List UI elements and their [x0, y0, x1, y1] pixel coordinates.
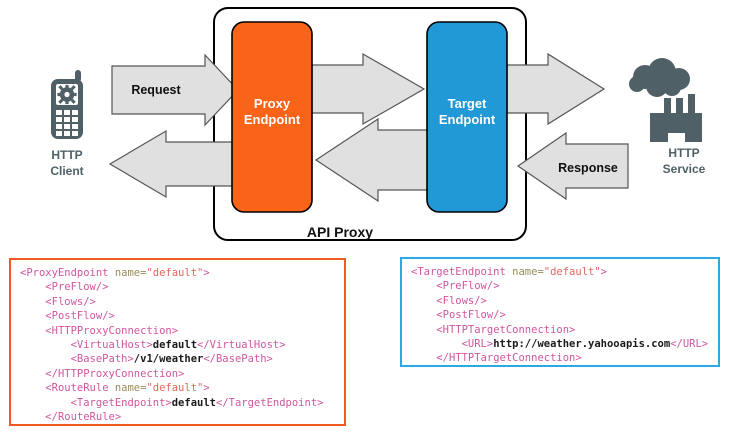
- code-token-tag: </TargetEndpoint>: [216, 396, 324, 409]
- code-token-tag: <TargetEndpoint: [411, 266, 513, 278]
- code-line: <TargetEndpoint name="default">: [411, 265, 710, 279]
- code-token-tag: >: [203, 382, 210, 395]
- proxy-endpoint-label-line2: Endpoint: [244, 112, 301, 127]
- code-token-plain: [20, 397, 71, 409]
- code-token-tag: <URL>: [461, 338, 494, 351]
- proxy-endpoint-box[interactable]: [231, 21, 313, 213]
- code-token-plain: [20, 281, 45, 293]
- code-token-plain: [411, 309, 436, 321]
- target-endpoint-box[interactable]: [426, 21, 508, 213]
- code-token-plain: [20, 382, 45, 394]
- code-line: </TargetEndpoint>: [411, 366, 710, 367]
- code-token-plain: [411, 352, 436, 364]
- target-endpoint-xml-block: <TargetEndpoint name="default"> <PreFlow…: [400, 257, 720, 367]
- code-line: <TargetEndpoint>default</TargetEndpoint>: [20, 396, 336, 410]
- code-token-tag: <TargetEndpoint>: [70, 396, 172, 409]
- code-line: <URL>http://weather.yahooapis.com</URL>: [411, 337, 710, 351]
- mobile-phone-icon: [51, 70, 83, 139]
- code-token-tag: >: [203, 267, 210, 279]
- code-token-plain: [411, 295, 436, 307]
- code-token-tag: <VirtualHost>: [70, 339, 153, 352]
- code-token-tag: <PostFlow/>: [436, 309, 506, 322]
- code-token-tag: </VirtualHost>: [197, 339, 286, 352]
- code-token-tag: <Flows/>: [45, 295, 96, 308]
- code-line: <RouteRule name="default">: [20, 381, 336, 395]
- code-token-tag: <HTTPProxyConnection>: [45, 324, 179, 337]
- response-arrow: [516, 131, 629, 201]
- code-token-tag: </HTTPTargetConnection>: [436, 352, 582, 365]
- code-line: <Flows/>: [20, 295, 336, 309]
- proxy-endpoint-label-line1: Proxy: [254, 96, 291, 111]
- code-token-plain: [20, 325, 45, 337]
- code-token-text: default: [152, 339, 198, 352]
- code-token-text: http://weather.yahooapis.com: [493, 338, 671, 351]
- code-token-tag: </RouteRule>: [45, 411, 122, 424]
- code-token-tag: <ProxyEndpoint: [20, 267, 115, 279]
- code-line: <PreFlow/>: [411, 279, 710, 293]
- code-token-val: "default": [146, 267, 204, 279]
- target-endpoint-label-line2: Endpoint: [439, 112, 496, 127]
- http-client-label-line1: HTTP: [51, 148, 82, 162]
- code-line: <HTTPProxyConnection>: [20, 324, 336, 338]
- http-client-label-line2: Client: [50, 164, 83, 178]
- http-service-label-line2: Service: [663, 162, 706, 176]
- code-line: <ProxyEndpoint name="default">: [20, 266, 336, 280]
- code-line: <VirtualHost>default</VirtualHost>: [20, 338, 336, 352]
- code-token-tag: <PreFlow/>: [45, 281, 109, 294]
- code-token-plain: [411, 324, 436, 336]
- code-token-tag: <RouteRule: [45, 382, 115, 395]
- code-token-tag: <PreFlow/>: [436, 280, 500, 293]
- code-token-plain: [20, 353, 71, 365]
- code-token-plain: [411, 280, 436, 292]
- proxy-to-target-arrow: [311, 52, 426, 126]
- code-token-tag: <PostFlow/>: [45, 310, 115, 323]
- code-token-text: /v1/weather: [133, 353, 204, 366]
- http-service-label-line1: HTTP: [668, 146, 699, 160]
- code-line: <Flows/>: [411, 294, 710, 308]
- code-line: <HTTPTargetConnection>: [411, 323, 710, 337]
- code-line: </HTTPProxyConnection>: [20, 367, 336, 381]
- api-proxy-container: [213, 7, 527, 241]
- code-token-tag: <BasePath>: [70, 353, 134, 366]
- code-token-plain: [20, 310, 45, 322]
- code-token-attr: name=: [512, 266, 544, 278]
- target-to-service-arrow: [506, 52, 606, 126]
- code-line: <PreFlow/>: [20, 280, 336, 294]
- proxy-endpoint-xml-block: <ProxyEndpoint name="default"> <PreFlow/…: [9, 258, 346, 426]
- code-token-text: default: [171, 396, 216, 409]
- code-line: </RouteRule>: [20, 410, 336, 424]
- code-token-val: "default": [146, 382, 204, 395]
- code-token-tag: >: [600, 266, 607, 278]
- code-token-val: "default": [543, 266, 601, 278]
- api-proxy-diagram: Proxy Endpoint Target Endpoint Request R…: [50, 7, 706, 241]
- code-token-plain: [411, 338, 462, 350]
- api-proxy-title: API Proxy: [307, 224, 373, 240]
- code-token-tag: </BasePath>: [203, 353, 273, 366]
- response-arrow-label: Response: [558, 161, 618, 175]
- code-token-plain: [20, 411, 45, 423]
- code-line: </HTTPTargetConnection>: [411, 351, 710, 365]
- request-arrow-label: Request: [131, 83, 181, 97]
- code-token-tag: </ProxyEndpoint>: [20, 425, 121, 426]
- code-token-tag: </URL>: [670, 338, 709, 351]
- code-token-tag: </HTTPProxyConnection>: [45, 367, 185, 380]
- target-endpoint-label-line1: Target: [448, 96, 487, 111]
- proxy-to-client-arrow: [108, 129, 239, 199]
- code-token-plain: [20, 296, 45, 308]
- request-arrow: [111, 53, 239, 127]
- code-token-plain: [20, 368, 45, 380]
- code-token-attr: name=: [114, 382, 147, 395]
- code-line: <BasePath>/v1/weather</BasePath>: [20, 352, 336, 366]
- code-line: <PostFlow/>: [411, 308, 710, 322]
- code-token-tag: <Flows/>: [436, 294, 487, 307]
- code-line: <PostFlow/>: [20, 309, 336, 323]
- code-token-tag: <HTTPTargetConnection>: [436, 323, 576, 336]
- target-to-proxy-arrow: [314, 117, 441, 203]
- code-line: </ProxyEndpoint>: [20, 424, 336, 426]
- code-token-plain: [20, 339, 71, 351]
- code-token-attr: name=: [114, 267, 147, 279]
- factory-cloud-icon: [629, 58, 702, 142]
